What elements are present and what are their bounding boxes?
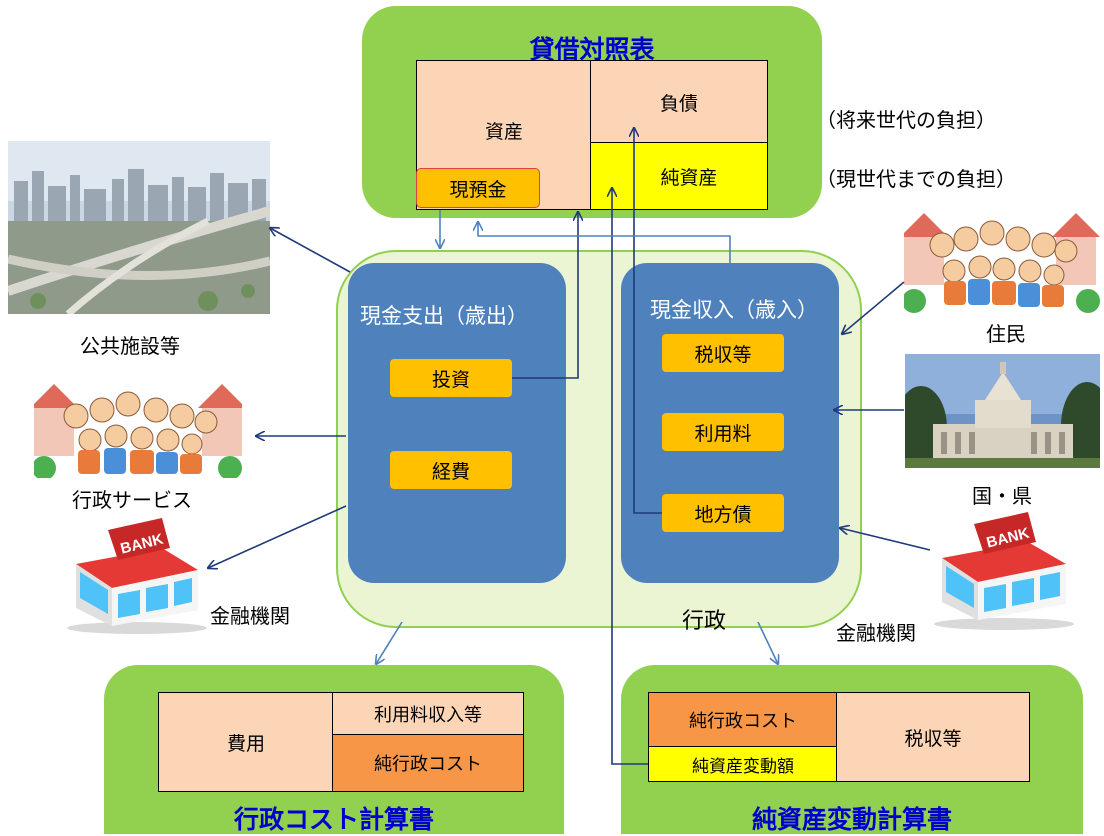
arrow-revenue-to-cash (478, 222, 731, 263)
item-tax-revenue: 税収等 (662, 334, 784, 372)
bank-icon-right: BANK (934, 512, 1074, 630)
item-investment: 投資 (390, 359, 512, 397)
public-facilities-label: 公共施設等 (80, 334, 180, 358)
net-asset-change-cell: 純資産変動額 (648, 746, 838, 782)
expenses-cell: 費用 (158, 692, 334, 792)
assets-label: 資産 (484, 121, 523, 143)
current-burden-note: （現世代までの負担） (816, 167, 1016, 191)
balance-sheet-title: 貸借対照表 (529, 35, 655, 64)
liabilities-cell: 負債 (590, 60, 768, 144)
national-prefecture-label: 国・県 (972, 484, 1032, 508)
liabilities-label: 負債 (659, 92, 698, 115)
item-local-bonds: 地方債 (662, 494, 784, 532)
net-assets-label: 純資産 (660, 166, 718, 189)
arrow-gov-to-admin-cost (376, 621, 403, 664)
arrow-change-to-net-assets (612, 188, 648, 765)
nac-net-admin-cost-label: 純行政コスト (689, 711, 797, 732)
item-expenses: 経費 (390, 451, 512, 489)
bank-icon-left: BANK (67, 518, 207, 634)
arrow-from-financial-right (840, 528, 931, 551)
item-usage-fees: 利用料 (662, 413, 784, 451)
expenses-label: 費用 (226, 732, 265, 755)
arrow-gov-to-net-asset-change (757, 621, 778, 664)
net-asset-change-label: 純資産変動額 (692, 756, 794, 777)
arrow-to-public-facilities (270, 228, 351, 273)
usage-fee-income-label: 利用料収入等 (374, 705, 482, 726)
arrow-investment-to-assets (512, 212, 578, 379)
expenditure-box (348, 263, 566, 583)
admin-net-cost-cell: 純行政コスト (332, 734, 524, 792)
admin-services-label: 行政サービス (72, 488, 192, 512)
arrow-from-residents (842, 281, 905, 334)
net-assets-cell: 純資産 (590, 142, 768, 210)
arrow-bonds-to-liabilities (634, 128, 662, 514)
admin-services-image (34, 384, 242, 478)
public-facilities-image (8, 141, 270, 314)
government-label: 行政 (682, 609, 727, 634)
admin-cost-title: 行政コスト計算書 (233, 805, 434, 834)
net-asset-change-title: 純資産変動計算書 (751, 805, 952, 834)
residents-label: 住民 (986, 322, 1026, 346)
usage-fee-income-cell: 利用料収入等 (332, 692, 524, 736)
national-prefecture-image (905, 354, 1100, 468)
revenue-title: 現金収入（歳入） (650, 298, 818, 322)
residents-image (904, 213, 1100, 313)
admin-net-cost-label: 純行政コスト (374, 754, 482, 775)
financial-institution-left-label: 金融機関 (210, 604, 290, 628)
cash-deposits-box: 現預金 (416, 168, 540, 208)
nac-tax-revenue-cell: 税収等 (836, 692, 1030, 782)
future-burden-note: （将来世代の負担） (816, 108, 996, 132)
expenditure-title: 現金支出（歳出） (360, 304, 528, 328)
arrow-to-financial-left (208, 505, 347, 568)
cash-deposits-label: 現預金 (449, 178, 507, 201)
financial-institution-right-label: 金融機関 (836, 621, 916, 645)
nac-tax-revenue-label: 税収等 (904, 727, 962, 750)
